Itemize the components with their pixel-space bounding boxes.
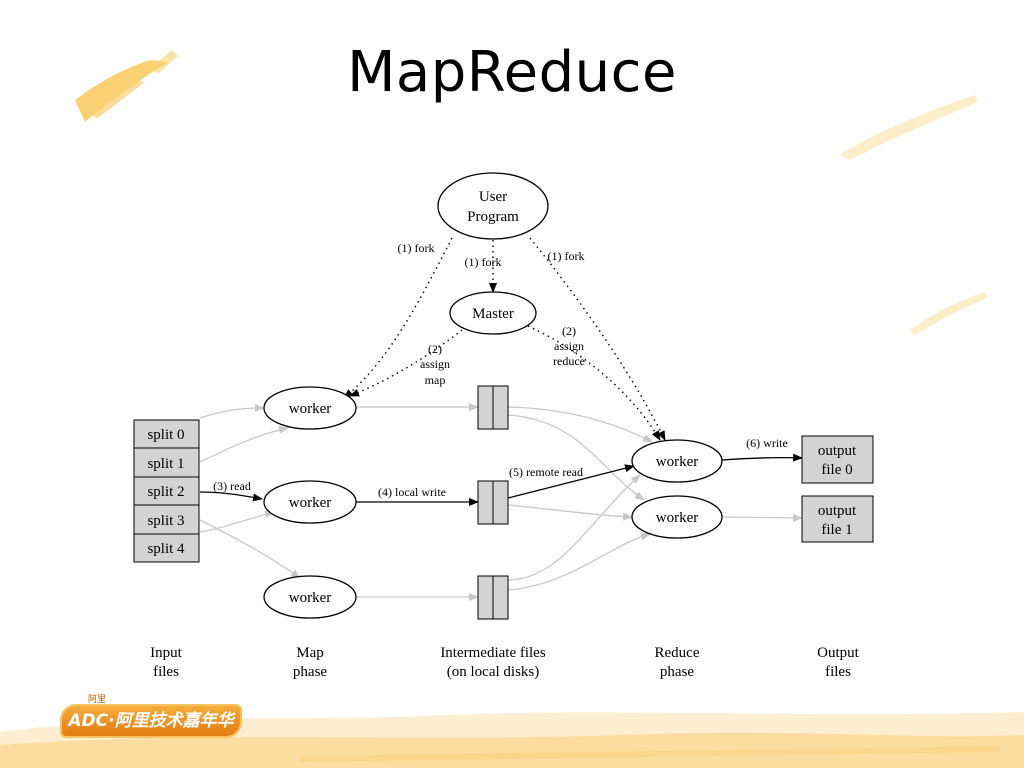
intermediate-file-2 <box>477 480 509 525</box>
label-assign-map-1: (2) <box>428 342 442 356</box>
phase-labels: Input files Map phase Intermediate files… <box>150 645 860 680</box>
user-program-label-line1: User <box>479 189 507 205</box>
grey-data-flow-edges <box>199 403 803 601</box>
phase-output-line2: files <box>825 664 851 680</box>
input-splits: split 0 split 1 split 2 split 3 split 4 <box>133 419 200 563</box>
edge-fork-right <box>529 237 666 441</box>
edge-file1-reduce2 <box>507 414 645 501</box>
map-worker-2: worker <box>263 480 357 524</box>
edge-file3-reduce2 <box>507 532 651 591</box>
phase-input-line2: files <box>153 664 179 680</box>
edge-assign-reduce <box>527 325 661 441</box>
label-assign-reduce-2: assign <box>554 339 584 353</box>
slide-title: MapReduce <box>347 40 677 105</box>
reduce-worker-2: worker <box>631 495 723 539</box>
split-2-label: split 2 <box>147 484 184 500</box>
output-file-1-line2: file 1 <box>821 522 852 538</box>
edge-read <box>199 491 263 502</box>
adc-logo: ADC·阿里技术嘉年华 <box>62 706 240 736</box>
label-fork-center: (1) fork <box>465 255 502 269</box>
edge-split3-worker2 <box>199 510 275 533</box>
phase-input-line1: Input <box>150 645 182 661</box>
edge-remote-read <box>507 464 635 499</box>
master-node: Master <box>449 291 537 335</box>
label-assign-map-3: map <box>425 373 446 387</box>
edge-assign-map <box>349 329 463 397</box>
adc-logo-small-text: 阿里 <box>88 695 107 705</box>
output-file-1: output file 1 <box>801 495 874 543</box>
label-assign-map-2: assign <box>420 357 450 371</box>
reduce-worker-1: worker <box>631 439 723 483</box>
edge-file2-reduce2 <box>507 504 633 521</box>
split-3-label: split 3 <box>147 513 184 529</box>
user-program-node: User Program <box>437 172 549 240</box>
dotted-control-edges <box>343 237 666 441</box>
phase-intermediate-line1: Intermediate files <box>440 645 546 661</box>
split-0-label: split 0 <box>147 427 184 443</box>
intermediate-file-1 <box>477 385 509 430</box>
map-worker-1: worker <box>263 386 357 430</box>
edge-split3-worker3 <box>199 519 301 579</box>
label-remote-read: (5) remote read <box>509 465 583 479</box>
intermediate-files <box>477 385 509 620</box>
map-worker-2-label: worker <box>289 495 331 511</box>
label-read: (3) read <box>213 479 251 493</box>
edge-reduce2-output1 <box>721 513 803 522</box>
phase-reduce-line2: phase <box>660 664 694 680</box>
output-file-0: output file 0 <box>801 435 874 484</box>
edge-write <box>721 453 803 462</box>
output-file-0-line1: output <box>818 443 857 459</box>
phase-output-line1: Output <box>817 645 860 661</box>
label-fork-left: (1) fork <box>398 241 435 255</box>
map-worker-3: worker <box>263 575 357 619</box>
edge-file3-reduce1 <box>507 474 641 581</box>
reduce-worker-2-label: worker <box>656 510 698 526</box>
user-program-label-line2: Program <box>467 209 519 225</box>
phase-intermediate-line2: (on local disks) <box>447 664 539 680</box>
edge-split0-worker1 <box>199 404 265 419</box>
phase-reduce-line1: Reduce <box>655 645 700 661</box>
phase-map-line2: phase <box>293 664 327 680</box>
split-1-label: split 1 <box>147 456 184 472</box>
output-file-1-line1: output <box>818 503 857 519</box>
map-worker-1-label: worker <box>289 401 331 417</box>
output-file-0-line2: file 0 <box>821 462 852 478</box>
split-4-label: split 4 <box>147 541 185 557</box>
intermediate-file-3 <box>477 575 509 620</box>
label-local-write: (4) local write <box>378 485 446 499</box>
black-data-flow-edges <box>199 453 803 506</box>
phase-map-line1: Map <box>296 645 324 661</box>
master-label: Master <box>472 306 514 322</box>
reduce-worker-1-label: worker <box>656 454 698 470</box>
adc-logo-text: ADC·阿里技术嘉年华 <box>68 711 234 731</box>
label-write: (6) write <box>746 436 788 450</box>
label-fork-right: (1) fork <box>548 249 585 263</box>
edge-file1-reduce1 <box>507 406 653 443</box>
label-assign-reduce-3: reduce <box>553 354 585 368</box>
edge-split1-worker1 <box>199 425 289 463</box>
map-worker-3-label: worker <box>289 590 331 606</box>
label-assign-reduce-1: (2) <box>562 324 576 338</box>
